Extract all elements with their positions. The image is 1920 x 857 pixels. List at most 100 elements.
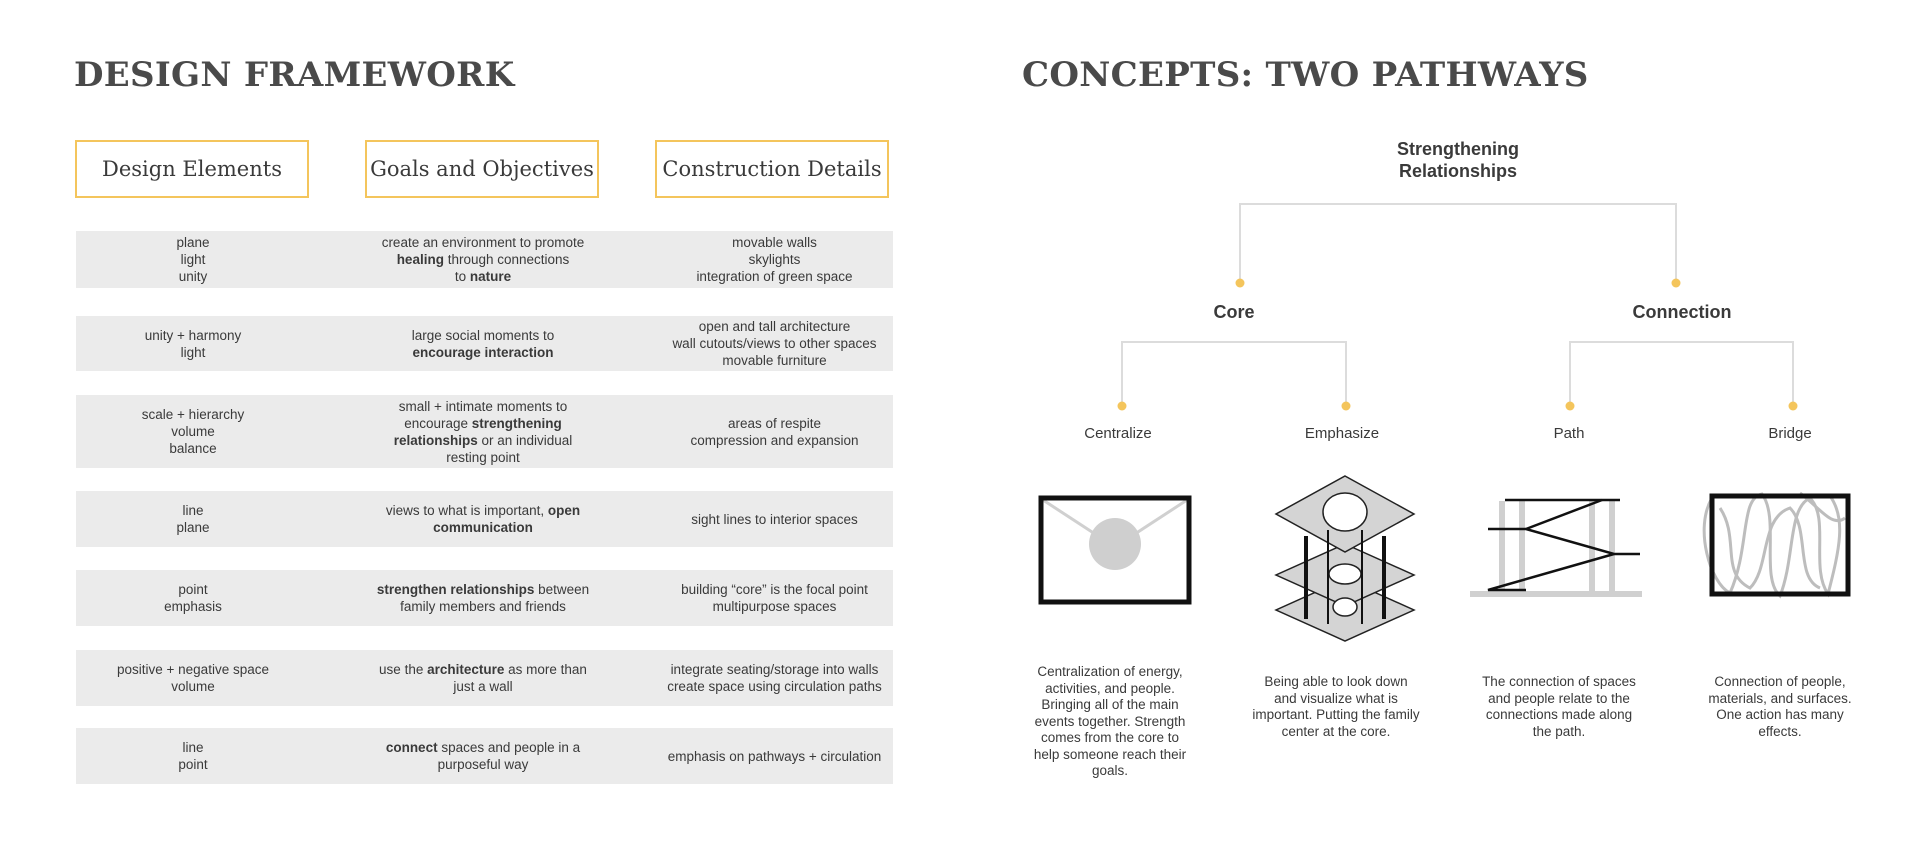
cell-line: integrate seating/storage into walls [670, 662, 879, 677]
cell-line: plane [176, 520, 210, 535]
description-line: The connection of spaces [1482, 674, 1636, 689]
emphasis-text: architecture [427, 662, 505, 677]
cell-line: purposeful way [386, 756, 580, 773]
emphasis-text: communication [433, 520, 533, 535]
cell-text: large social moments to [411, 327, 555, 343]
emphasis-text: open [547, 503, 581, 518]
cell-line: compression and expansion [690, 432, 859, 448]
description-line: and people relate to the [1488, 690, 1630, 706]
cell-line: just a wall [379, 678, 587, 695]
node-root-line1: Strengthening [1397, 139, 1519, 159]
node-connection: Connection [1632, 302, 1732, 322]
cell-line: healing through connections [382, 251, 585, 268]
cell-design-elements: line plane [76, 491, 310, 547]
connector-connection [1569, 341, 1794, 406]
cell-line: emphasis [164, 599, 222, 614]
description-bridge: Connection of people,materials, and surf… [1690, 674, 1870, 740]
cell-line: areas of respite [727, 415, 822, 431]
description-line: connections made along [1485, 707, 1633, 722]
emphasis-text: healing [396, 252, 444, 267]
cell-line: communication [386, 519, 580, 536]
description-centralize: Centralization of energy,activities, and… [1020, 664, 1200, 780]
emphasis-text: relationships [393, 432, 478, 448]
cell-line: encourage interaction [412, 344, 555, 361]
cell-text: views to what is important, [385, 503, 548, 518]
node-root-line2: Relationships [1398, 161, 1518, 181]
cell-line: connect spaces and people in a [386, 739, 580, 756]
cell-line: unity [178, 269, 208, 284]
description-line: events together. Strength [1034, 713, 1186, 729]
description-line: the path. [1532, 723, 1586, 739]
table-row: line plane views to what is important, ope… [76, 491, 893, 547]
node-bridge: Bridge [1768, 425, 1812, 442]
cell-line: relationships or an individual [394, 432, 573, 449]
description-line: Bringing all of the main [1041, 697, 1179, 712]
dot-core [1235, 278, 1245, 288]
cell-line: point [178, 582, 208, 597]
cell-construction-details: sight lines to interior spaces [656, 491, 893, 547]
description-line: important. Putting the family [1252, 707, 1420, 722]
dot-path [1565, 401, 1575, 411]
table-row: point emphasis strengthen relationships be… [76, 570, 893, 626]
cell-line: light [180, 344, 206, 360]
cell-text: resting point [446, 449, 520, 465]
node-emphasize: Emphasize [1304, 425, 1380, 442]
cell-line: create space using circulation paths [667, 679, 882, 694]
connector-core [1121, 341, 1347, 406]
node-path: Path [1553, 425, 1585, 442]
cell-line: large social moments to [412, 327, 555, 344]
design-framework-title: DESIGN FRAMEWORK [74, 55, 515, 95]
cell-text: family members and friends [400, 599, 566, 614]
column-header-goals: Goals and Objectives [365, 140, 599, 198]
cell-line: resting point [394, 449, 573, 466]
cell-text: to [454, 269, 470, 284]
dot-centralize [1117, 401, 1127, 411]
cell-line: volume [171, 424, 215, 439]
cell-text: use the [379, 662, 428, 677]
description-line: comes from the core to [1040, 730, 1180, 745]
description-line: Connection of people, [1714, 674, 1846, 689]
cell-line: line [182, 503, 204, 518]
cell-line: views to what is important, open [386, 502, 580, 519]
concepts-title: CONCEPTS: TWO PATHWAYS [1022, 55, 1589, 95]
description-line: center at the core. [1281, 723, 1391, 739]
cell-line: create an environment to promote [382, 234, 585, 251]
cell-line: light [180, 252, 206, 267]
cell-text: purposeful way [437, 757, 529, 772]
cell-text: or an individual [477, 432, 573, 448]
column-header-design-elements: Design Elements [75, 140, 309, 198]
description-line: Being able to look down [1264, 674, 1408, 689]
cell-line: building “core” is the focal point [681, 582, 868, 597]
table-row: plane light unity create an environment to … [76, 231, 893, 288]
connector-root [1239, 203, 1677, 283]
description-line: effects. [1758, 723, 1802, 739]
cell-line: sight lines to interior spaces [691, 511, 858, 527]
cell-text: encourage [404, 415, 472, 431]
cell-line: unity + harmony [144, 327, 242, 343]
cell-line: movable walls [732, 235, 817, 250]
cell-line: wall cutouts/views to other spaces [672, 336, 877, 351]
cell-line: plane [176, 235, 210, 250]
cell-line: family members and friends [377, 598, 589, 615]
cell-line: strengthen relationships between [377, 581, 589, 598]
cell-text: through connections [443, 252, 570, 267]
description-line: goals. [1091, 763, 1129, 778]
centralize-sketch [1038, 495, 1192, 605]
cell-design-elements: plane light unity [76, 231, 310, 288]
description-line: and visualize what is [1274, 690, 1398, 706]
